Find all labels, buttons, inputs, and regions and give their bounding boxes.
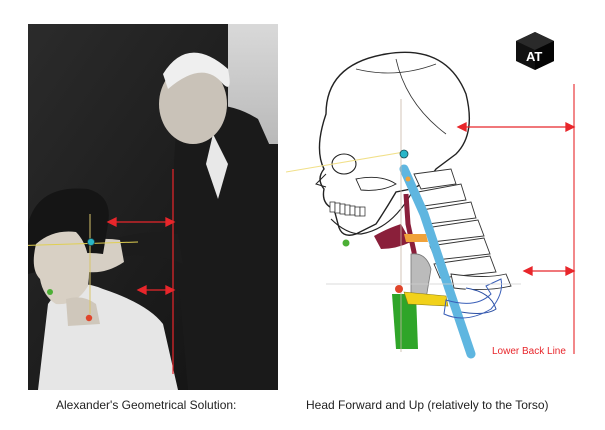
mandible bbox=[330, 193, 412, 235]
teacher-hair bbox=[163, 52, 230, 89]
nasal-cavity bbox=[315, 173, 327, 188]
torso-block bbox=[392, 294, 418, 349]
head-distance-arrow bbox=[106, 216, 176, 228]
hyoid-bone bbox=[404, 234, 428, 242]
cranial-suture bbox=[355, 63, 437, 74]
skull-to-back-arrow bbox=[456, 121, 576, 133]
neck-to-back-arrow bbox=[522, 265, 576, 277]
skull-outline bbox=[318, 51, 471, 236]
logo-text: AT bbox=[526, 49, 542, 64]
spinal-column-axis bbox=[399, 164, 476, 359]
rib bbox=[460, 287, 497, 314]
teeth bbox=[329, 201, 366, 217]
clavicle bbox=[403, 291, 449, 307]
atlas-joint-marker bbox=[399, 149, 409, 159]
head-horizontal-line bbox=[28, 241, 139, 246]
head-tilt-line bbox=[286, 151, 405, 173]
atlas-joint-marker bbox=[87, 238, 95, 246]
neck-distance-arrow bbox=[136, 284, 176, 296]
right-caption: Head Forward and Up (relatively to the T… bbox=[306, 398, 549, 412]
cervical-vertebrae bbox=[413, 168, 497, 279]
teacher-collar bbox=[206, 134, 228, 199]
chin-marker bbox=[47, 289, 53, 295]
lower-back-line-label: Lower Back Line bbox=[492, 346, 566, 357]
coronal-suture bbox=[395, 58, 447, 135]
thoracic-vertebra bbox=[450, 273, 512, 291]
scapula-outline bbox=[443, 278, 502, 319]
chin-marker bbox=[342, 239, 350, 247]
hyoid-muscle bbox=[374, 224, 411, 249]
student-face bbox=[33, 231, 90, 305]
throat-marker bbox=[85, 314, 93, 322]
alexander-photo bbox=[28, 24, 278, 390]
at-logo: AT bbox=[516, 32, 554, 70]
sternum-marker bbox=[395, 285, 403, 293]
axis-marker bbox=[405, 176, 411, 182]
zygomatic-bone bbox=[355, 176, 397, 191]
teacher-head bbox=[159, 64, 227, 144]
teacher-suit bbox=[173, 105, 278, 390]
anatomy-diagram bbox=[286, 51, 576, 359]
left-caption: Alexander's Geometrical Solution: bbox=[56, 398, 237, 412]
